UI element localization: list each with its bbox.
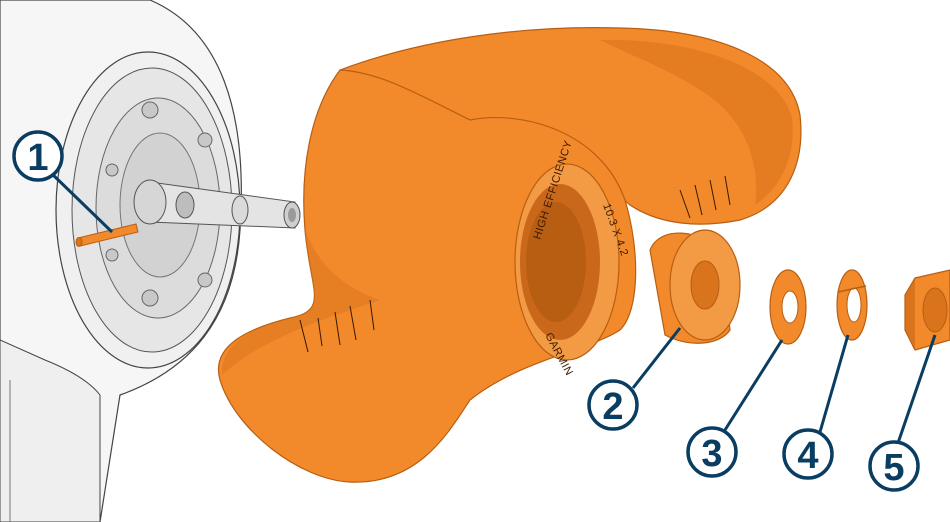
callout-2: 2 <box>589 381 637 429</box>
nut <box>905 270 950 350</box>
callout-3: 3 <box>688 428 736 476</box>
spacer <box>650 230 740 343</box>
motor-housing <box>0 0 241 522</box>
callout-4-label: 4 <box>797 435 818 477</box>
callout-5: 5 <box>870 442 918 490</box>
callout-1-label: 1 <box>27 137 48 179</box>
lock-washer <box>837 270 867 340</box>
flat-washer <box>770 270 806 344</box>
callout-4: 4 <box>784 430 832 478</box>
callout-3-label: 3 <box>701 433 722 475</box>
callout-5-label: 5 <box>883 447 904 489</box>
callout-2-label: 2 <box>602 386 623 428</box>
callout-1: 1 <box>14 132 62 180</box>
